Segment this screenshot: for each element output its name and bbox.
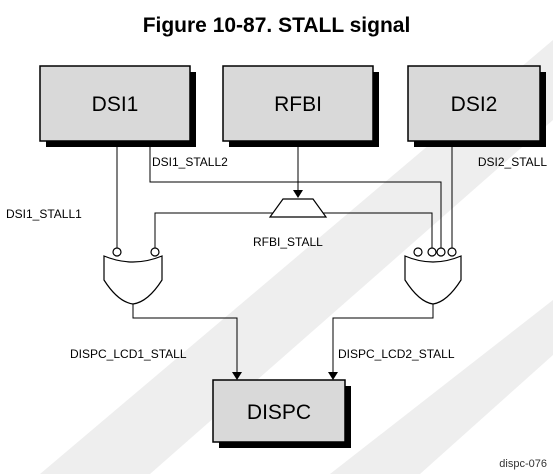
rfbi-stall-right-wire <box>314 212 433 248</box>
dispc-block: DISPC <box>212 379 351 448</box>
watermark <box>40 40 553 474</box>
wires <box>116 141 453 372</box>
dsi2-stall-label: DSI2_STALL <box>478 155 547 169</box>
right-or-gate <box>404 247 462 305</box>
figure-id: dispc-076 <box>499 458 547 470</box>
right-gate-input-bubble-2 <box>436 247 446 257</box>
rfbi-block: RFBI <box>222 65 379 147</box>
dsi1-stall1-label: DSI1_STALL1 <box>6 207 82 221</box>
left-gate-input-bubble-1 <box>112 247 122 257</box>
right-gate-input-bubble-1 <box>427 247 437 257</box>
left-gate-input-bubble-2 <box>150 247 160 257</box>
dispc-label: DISPC <box>247 401 311 424</box>
dispc-lcd2-stall-wire <box>332 300 434 372</box>
rfbi-label: RFBI <box>274 93 322 116</box>
rfbi-mux <box>268 198 328 218</box>
figure-title: Figure 10-87. STALL signal <box>142 14 411 37</box>
rfbi-stall-left-wire <box>154 212 282 248</box>
arrowheads <box>232 190 338 380</box>
dsi1-stall2-label: DSI1_STALL2 <box>152 155 228 169</box>
rfbi-arrowhead <box>293 190 303 198</box>
rfbi-stall-label: RFBI_STALL <box>253 235 323 249</box>
dispc-lcd1-stall-wire <box>132 300 238 372</box>
dsi1-block: DSI1 <box>39 65 196 147</box>
right-gate-input-bubble-3 <box>447 247 457 257</box>
dispc-lcd2-stall-label: DISPC_LCD2_STALL <box>338 347 455 361</box>
dsi2-label: DSI2 <box>451 93 498 116</box>
dsi1-stall2-wire <box>149 141 442 248</box>
lcd1-arrowhead <box>232 372 242 380</box>
right-gate-output-bubble <box>413 247 423 257</box>
dispc-lcd1-stall-label: DISPC_LCD1_STALL <box>70 347 187 361</box>
left-or-gate <box>103 247 163 305</box>
dsi2-block: DSI2 <box>407 65 546 147</box>
dsi1-label: DSI1 <box>92 93 139 116</box>
lcd2-arrowhead <box>328 372 338 380</box>
